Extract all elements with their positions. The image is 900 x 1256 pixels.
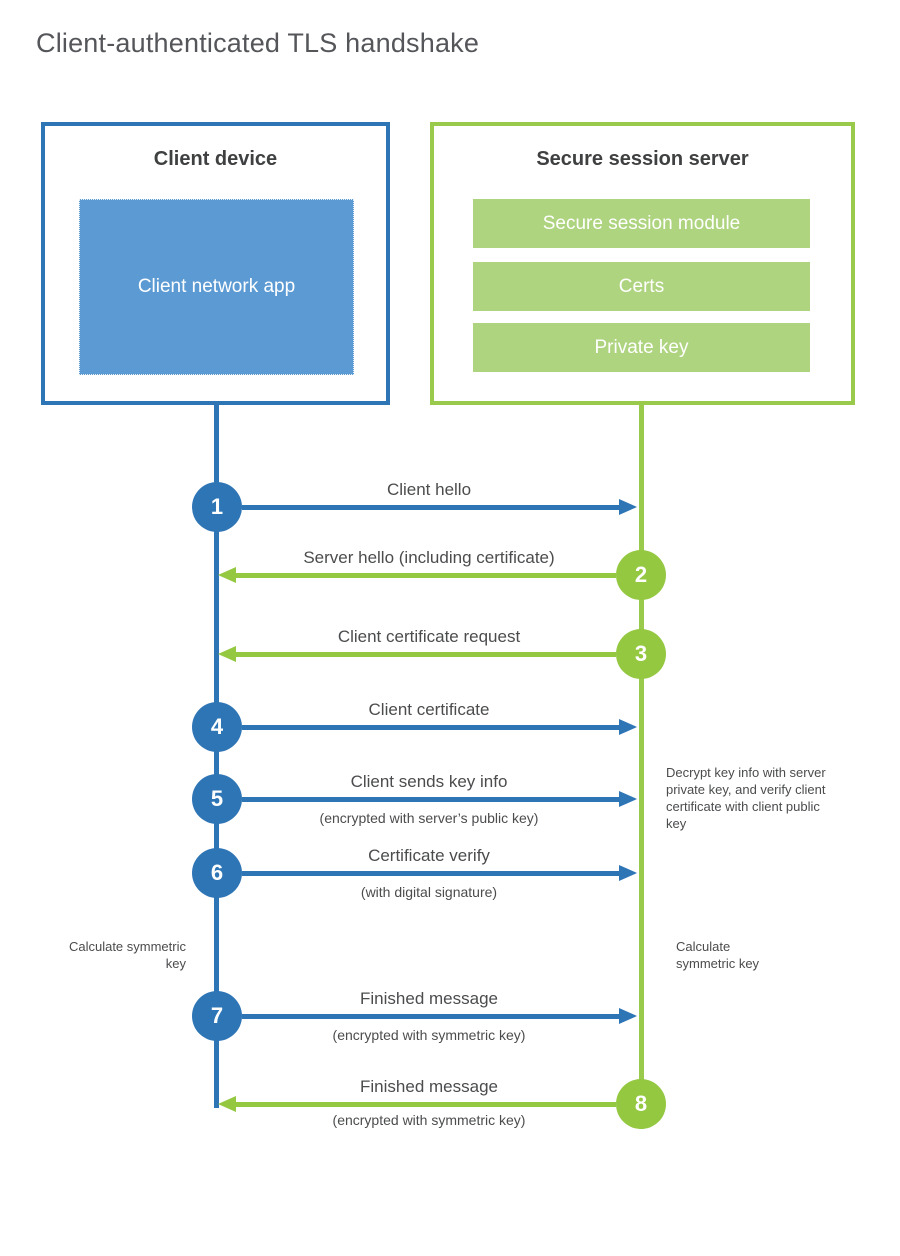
step6-label: Certificate verify <box>368 846 490 865</box>
step3-badge: 3 <box>616 629 666 679</box>
client-calculate-symmetric-key-note: Calculate symmetric key <box>68 939 186 972</box>
step1-arrowhead-icon <box>619 499 637 515</box>
page-title: Client-authenticated TLS handshake <box>36 28 480 58</box>
step7-label: Finished message <box>360 989 498 1008</box>
step2-label: Server hello (including certificate) <box>303 548 555 567</box>
server-module-certs: Certs <box>473 262 810 311</box>
step3-arrowhead-icon <box>218 646 236 662</box>
step1-label: Client hello <box>386 480 472 499</box>
server-module-private-key: Private key <box>473 323 810 372</box>
step3-arrow-line <box>236 652 616 657</box>
server-module-secure-session: Secure session module <box>473 199 810 248</box>
secure-session-server-title: Secure session server <box>536 148 749 170</box>
client-device-box: Client device Client network app <box>41 122 390 405</box>
step4-badge: 4 <box>192 702 242 752</box>
step8-arrowhead-icon <box>218 1096 236 1112</box>
step5-arrowhead-icon <box>619 791 637 807</box>
step7-arrow-line <box>242 1014 619 1019</box>
step5-badge: 5 <box>192 774 242 824</box>
step5-label: Client sends key info <box>350 772 508 791</box>
step1-badge: 1 <box>192 482 242 532</box>
step4-arrowhead-icon <box>619 719 637 735</box>
step8-arrow-line <box>236 1102 616 1107</box>
server-lifeline <box>639 405 644 1129</box>
step6-sublabel: (with digital signature) <box>360 884 498 900</box>
step6-arrow-line <box>242 871 619 876</box>
step4-label: Client certificate <box>368 700 490 719</box>
step5-arrow-line <box>242 797 619 802</box>
step4-arrow-line <box>242 725 619 730</box>
client-network-app-label: Client network app <box>137 276 296 298</box>
step2-arrowhead-icon <box>218 567 236 583</box>
step8-badge: 8 <box>616 1079 666 1129</box>
secure-session-server-box: Secure session server Secure session mod… <box>430 122 855 405</box>
client-network-app-box: Client network app <box>79 199 354 375</box>
step7-sublabel: (encrypted with symmetric key) <box>332 1027 526 1043</box>
step8-label: Finished message <box>360 1077 498 1096</box>
server-calculate-symmetric-key-note: Calculate symmetric key <box>676 939 760 972</box>
step6-badge: 6 <box>192 848 242 898</box>
server-decrypt-note: Decrypt key info with server private key… <box>666 765 826 832</box>
step7-arrowhead-icon <box>619 1008 637 1024</box>
step6-arrowhead-icon <box>619 865 637 881</box>
client-device-title: Client device <box>153 148 278 170</box>
step2-arrow-line <box>236 573 616 578</box>
step2-badge: 2 <box>616 550 666 600</box>
step1-arrow-line <box>242 505 619 510</box>
step3-label: Client certificate request <box>337 627 521 646</box>
step7-badge: 7 <box>192 991 242 1041</box>
step5-sublabel: (encrypted with server’s public key) <box>319 810 539 826</box>
client-lifeline <box>214 405 219 1108</box>
step8-sublabel: (encrypted with symmetric key) <box>332 1112 526 1128</box>
